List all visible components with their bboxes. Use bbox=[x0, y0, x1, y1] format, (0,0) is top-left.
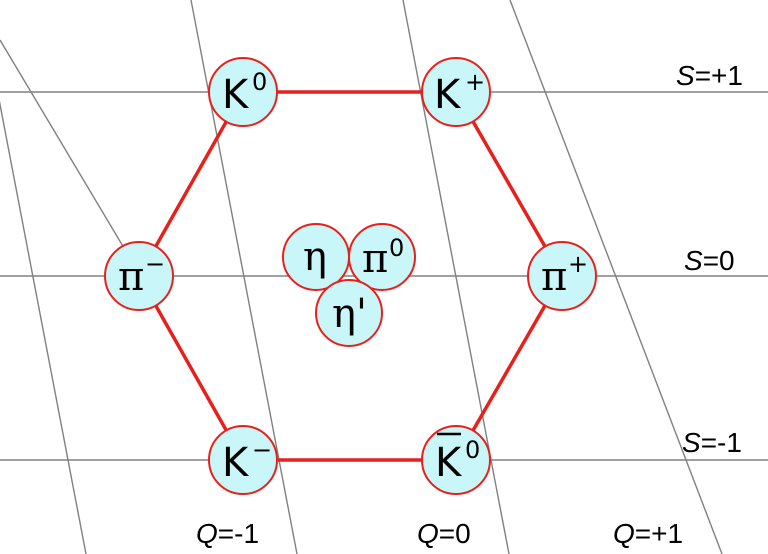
particle-k0bar: K 0 bbox=[421, 425, 491, 495]
particle-kminus: K − bbox=[208, 425, 278, 495]
particle-k0-symbol: K bbox=[222, 72, 250, 118]
charge-line-plus1-right bbox=[509, 0, 723, 554]
particle-piplus: π + bbox=[527, 241, 597, 311]
particle-k0-superscript: 0 bbox=[252, 68, 267, 96]
charge-line-plus1 bbox=[0, 100, 87, 554]
particle-piplus-symbol: π bbox=[541, 254, 567, 300]
particle-kminus-superscript: − bbox=[252, 436, 272, 464]
particle-kplus: K + bbox=[421, 57, 491, 127]
col-label-q-plus1: Q=+1 bbox=[613, 518, 683, 549]
particle-kplus-superscript: + bbox=[465, 68, 485, 96]
particle-piminus-superscript: − bbox=[145, 250, 165, 278]
particle-k0bar-symbol: K bbox=[435, 440, 463, 486]
col-label-q-minus1: Q=-1 bbox=[196, 518, 259, 549]
row-label-s-minus1: S=-1 bbox=[682, 427, 742, 458]
particle-pi0: π 0 bbox=[348, 223, 416, 291]
particle-kminus-symbol: K bbox=[222, 440, 250, 486]
particle-piminus: π − bbox=[104, 241, 174, 311]
particle-pi0-symbol: π bbox=[362, 236, 388, 282]
particle-piplus-superscript: + bbox=[568, 250, 588, 278]
particle-etaprime-symbol: η' bbox=[332, 291, 367, 337]
particle-piminus-symbol: π bbox=[118, 254, 144, 300]
particle-etaprime: η' bbox=[315, 279, 383, 347]
col-label-q-0: Q=0 bbox=[417, 518, 471, 549]
particle-pi0-superscript: 0 bbox=[389, 234, 404, 262]
particle-kplus-symbol: K bbox=[434, 72, 462, 118]
particle-eta: η bbox=[282, 223, 350, 291]
particle-k0bar-superscript: 0 bbox=[465, 436, 480, 464]
particle-eta-symbol: η bbox=[303, 234, 327, 280]
particle-k0: K 0 bbox=[208, 57, 278, 127]
row-label-s-0: S=0 bbox=[684, 245, 735, 276]
row-label-s-plus1: S=+1 bbox=[676, 60, 743, 91]
